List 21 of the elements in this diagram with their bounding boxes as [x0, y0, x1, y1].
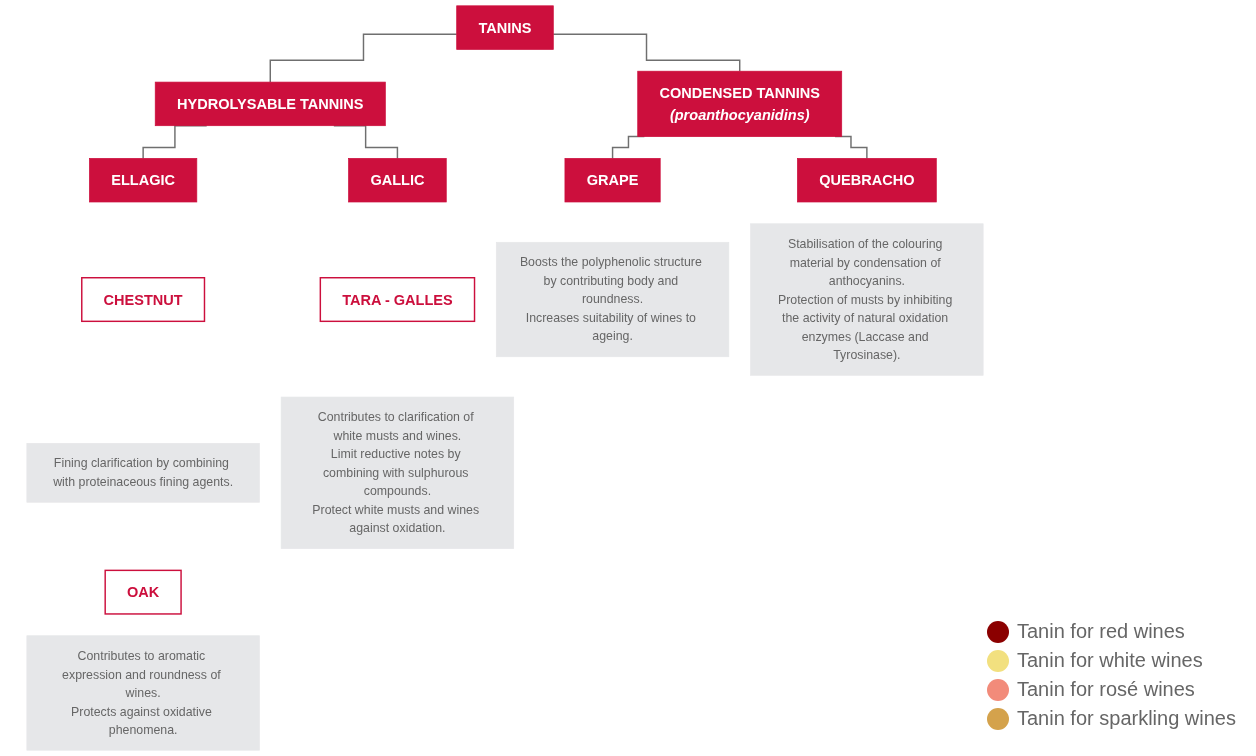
node-box: QUEBRACHO: [797, 158, 937, 203]
node-box: CONDENSED TANNINS (proanthocyanidins): [637, 70, 843, 137]
node-box: TANINS: [456, 5, 554, 50]
node-box: OAK: [104, 569, 182, 615]
legend-label: Tanin for rosé wines: [1017, 678, 1195, 701]
connector: [552, 33, 741, 72]
legend-label: Tanin for sparkling wines: [1017, 707, 1236, 730]
node-box: Fining clarification by combining with proteinaceous fining agents.: [26, 443, 260, 503]
node-box: Contributes to clarification of white musts and wines. Limit reductive notes by combining with sulphurous compounds. Protect white musts and wines against oxidation.: [280, 396, 515, 549]
node-box: ELLAGIC: [89, 158, 198, 203]
node-box: Stabilisation of the colouring material by condensation of anthocyanins. Protection of musts by inhibiting the activity of natural oxidation enzymes (Laccase and Tyrosinase).: [750, 223, 984, 376]
node-box: GALLIC: [348, 158, 447, 203]
node-box: GRAPE: [564, 158, 661, 203]
connector: [269, 33, 458, 83]
legend-label: Tanin for white wines: [1017, 649, 1203, 672]
node-box: Boosts the polyphenolic structure by contributing body and roundness. Increases suitability of wines to ageing.: [495, 241, 730, 358]
node-box: HYDROLYSABLE TANNINS: [154, 81, 386, 127]
node-box: Contributes to aromatic expression and roundness of wines. Protects against oxidative phenomena.: [26, 635, 260, 751]
node-box: TARA - GALLES: [319, 277, 476, 323]
legend-label: Tanin for red wines: [1017, 620, 1185, 643]
node-box: CHESTNUT: [81, 277, 206, 323]
